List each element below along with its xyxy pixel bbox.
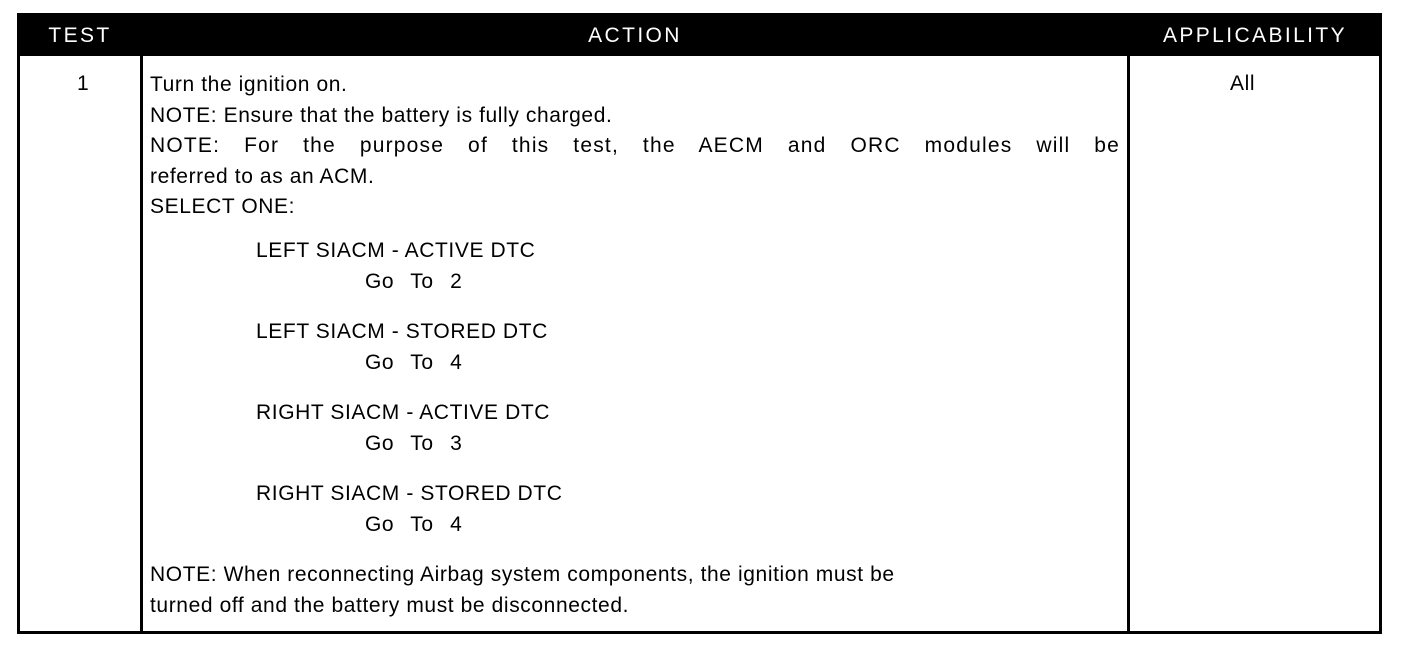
final-note: NOTE: When reconnecting Airbag system co… bbox=[150, 560, 1120, 621]
option-label: LEFT SIACM - STORED DTC bbox=[256, 320, 548, 343]
option-item: RIGHT SIACM - STORED DTC Go To 4 bbox=[256, 479, 562, 540]
action-note: referred to as an ACM. bbox=[150, 164, 375, 188]
option-goto: Go To 4 bbox=[365, 512, 463, 536]
action-note: NOTE: Ensure that the battery is fully c… bbox=[150, 103, 613, 127]
option-item: RIGHT SIACM - ACTIVE DTC Go To 3 bbox=[256, 398, 550, 459]
action-line: Turn the ignition on. bbox=[150, 73, 348, 96]
test-number: 1 bbox=[77, 72, 90, 95]
final-note-line: NOTE: When reconnecting Airbag system co… bbox=[150, 563, 895, 586]
diagnostic-test-table: TEST ACTION APPLICABILITY 1 All Turn the… bbox=[17, 13, 1382, 634]
option-label: LEFT SIACM - ACTIVE DTC bbox=[256, 239, 536, 262]
header-applicability: APPLICABILITY bbox=[1162, 24, 1348, 47]
option-item: LEFT SIACM - ACTIVE DTC Go To 2 bbox=[256, 236, 535, 297]
option-goto: Go To 4 bbox=[365, 350, 463, 374]
applicability-value: All bbox=[1230, 72, 1256, 95]
option-item: LEFT SIACM - STORED DTC Go To 4 bbox=[256, 317, 548, 378]
option-goto: Go To 2 bbox=[365, 269, 463, 293]
table-header: TEST ACTION APPLICABILITY bbox=[20, 16, 1379, 56]
final-note-line: turned off and the battery must be disco… bbox=[150, 593, 630, 617]
header-action: ACTION bbox=[588, 24, 682, 47]
header-test: TEST bbox=[48, 24, 112, 47]
column-divider bbox=[140, 56, 143, 631]
option-label: RIGHT SIACM - STORED DTC bbox=[256, 482, 563, 505]
option-goto: Go To 3 bbox=[365, 431, 463, 455]
column-divider bbox=[1127, 56, 1130, 631]
action-text: Turn the ignition on. NOTE: Ensure that … bbox=[150, 70, 1120, 223]
action-note: NOTE: For the purpose of this test, the … bbox=[150, 134, 1120, 157]
option-label: RIGHT SIACM - ACTIVE DTC bbox=[256, 401, 551, 424]
select-one-label: SELECT ONE: bbox=[150, 195, 296, 218]
